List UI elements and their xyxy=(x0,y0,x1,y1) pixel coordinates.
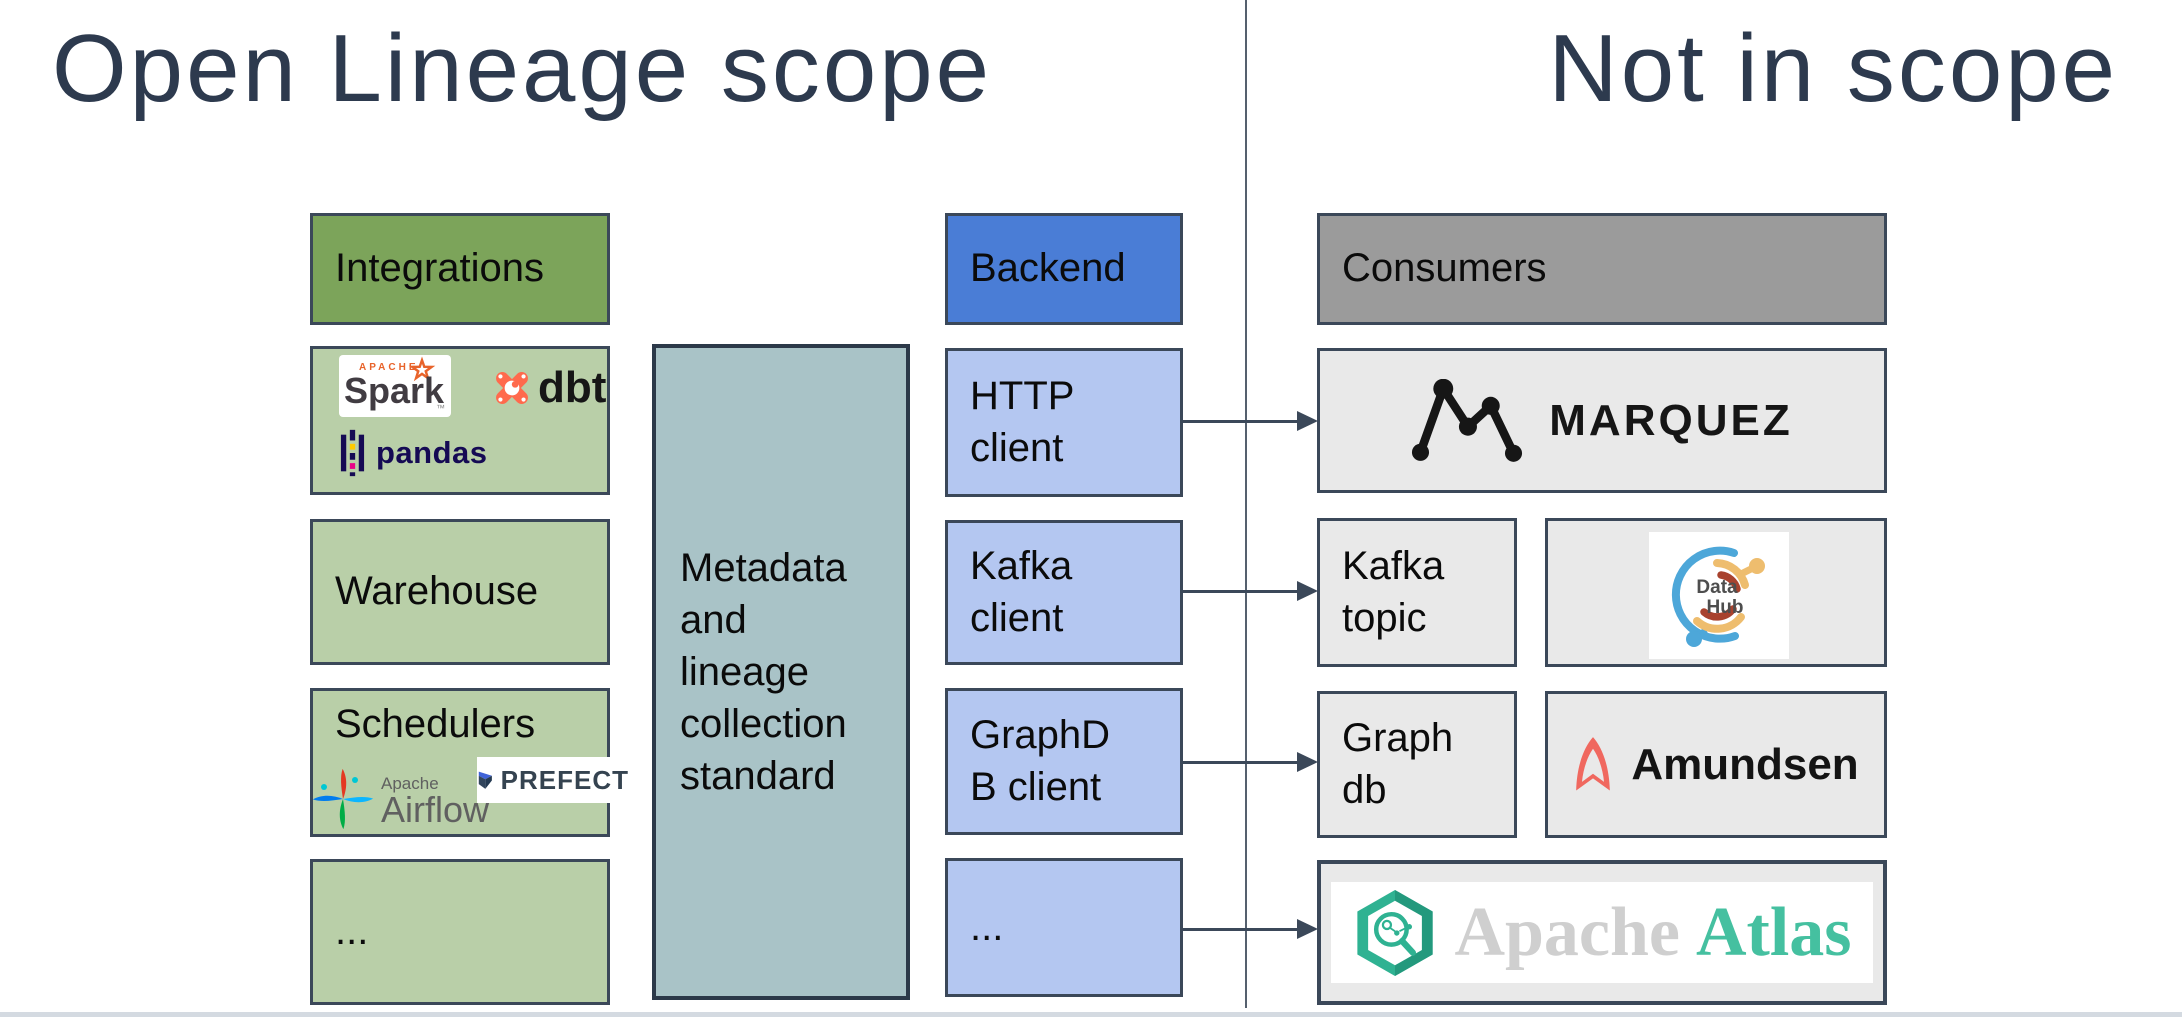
amundsen-logo-label: Amundsen xyxy=(1631,739,1859,789)
prefect-logo: PREFECT xyxy=(477,757,629,803)
amundsen-box: Amundsen xyxy=(1545,691,1887,838)
dbt-logo-label: dbt xyxy=(538,363,607,412)
atlas-logo: Apache Atlas xyxy=(1331,882,1873,983)
airflow-logo: Apache Airflow xyxy=(311,767,489,831)
dbt-icon xyxy=(496,372,528,404)
backend-more-label: ... xyxy=(970,904,1004,949)
http-client-label: HTTP client xyxy=(970,374,1075,470)
integrations-header-label: Integrations xyxy=(335,246,545,291)
kafka-topic-box: Kafka topic xyxy=(1317,518,1517,667)
slide-bottom-border xyxy=(0,1012,2182,1017)
page-title-left: Open Lineage scope xyxy=(52,15,993,122)
graph-db-box: Graph db xyxy=(1317,691,1517,838)
integrations-logos-box: APACHE Spark ™ dbt xyxy=(310,346,610,495)
schedulers-label: Schedulers xyxy=(335,702,536,746)
marquez-icon xyxy=(1412,378,1523,462)
atlas-hexagon-icon xyxy=(1357,889,1434,976)
integrations-more-label: ... xyxy=(335,909,369,954)
pandas-logo-label: pandas xyxy=(376,435,488,470)
graphdb-client-box: GraphD B client xyxy=(945,688,1183,835)
consumers-header-box: Consumers xyxy=(1317,213,1887,325)
kafka-topic-label: Kafka topic xyxy=(1342,544,1445,640)
arrow-http-to-marquez xyxy=(1183,411,1318,431)
datahub-logo: Data Hub xyxy=(1649,532,1789,659)
dbt-logo: dbt xyxy=(491,363,606,413)
metadata-standard-label: Metadata and lineage collection standard xyxy=(680,546,847,798)
backend-header-label: Backend xyxy=(970,246,1126,291)
amundsen-icon xyxy=(1576,736,1611,791)
atlas-name-label: Atlas xyxy=(1696,893,1852,971)
arrow-graphdb-to-graph-db xyxy=(1183,752,1318,772)
warehouse-label: Warehouse xyxy=(335,569,539,614)
prefect-icon xyxy=(478,771,492,789)
pandas-icon xyxy=(340,429,365,477)
svg-text:Hub: Hub xyxy=(1707,597,1744,618)
pandas-logo: pandas xyxy=(339,429,488,477)
marquez-box: MARQUEZ xyxy=(1317,348,1887,493)
marquez-logo: MARQUEZ xyxy=(1320,351,1884,490)
schedulers-box: Schedulers Apache Airflow PREFECT xyxy=(310,688,629,837)
backend-more-box: ... xyxy=(945,858,1183,997)
backend-header-box: Backend xyxy=(945,213,1183,325)
airflow-logo-label: Apache Airflow xyxy=(381,775,489,828)
atlas-box: Apache Atlas xyxy=(1317,860,1887,1005)
kafka-client-box: Kafka client xyxy=(945,520,1183,665)
metadata-standard-box: Metadata and lineage collection standard xyxy=(652,344,910,1000)
integrations-more-box: ... xyxy=(310,859,610,1005)
spark-star-icon: APACHE Spark ™ xyxy=(344,356,445,413)
graph-db-label: Graph db xyxy=(1342,716,1454,812)
svg-text:APACHE: APACHE xyxy=(359,362,418,373)
warehouse-box: Warehouse xyxy=(310,519,610,665)
airflow-apache-label: Apache xyxy=(381,774,439,793)
amundsen-logo: Amundsen xyxy=(1548,694,1884,835)
atlas-apache-label: Apache xyxy=(1454,893,1680,971)
http-client-box: HTTP client xyxy=(945,348,1183,497)
datahub-box: Data Hub xyxy=(1545,518,1887,667)
kafka-client-label: Kafka client xyxy=(970,544,1073,640)
airflow-pinwheel-icon xyxy=(312,768,374,830)
svg-text:Data: Data xyxy=(1696,577,1738,598)
prefect-logo-label: PREFECT xyxy=(500,764,629,795)
datahub-icon: Data Hub xyxy=(1671,546,1765,647)
consumers-header-label: Consumers xyxy=(1342,246,1547,291)
svg-text:™: ™ xyxy=(436,403,445,413)
page-title-right: Not in scope xyxy=(1548,15,2118,122)
scope-divider-line xyxy=(1245,0,1247,1008)
graphdb-client-label: GraphD B client xyxy=(970,713,1111,809)
marquez-logo-label: MARQUEZ xyxy=(1549,395,1793,445)
svg-text:Spark: Spark xyxy=(344,370,445,411)
arrow-more-to-atlas xyxy=(1183,919,1318,939)
integrations-header-box: Integrations xyxy=(310,213,610,325)
airflow-name-label: Airflow xyxy=(381,789,490,830)
arrow-kafka-to-kafka-topic xyxy=(1183,581,1318,601)
spark-logo: APACHE Spark ™ xyxy=(339,355,451,417)
